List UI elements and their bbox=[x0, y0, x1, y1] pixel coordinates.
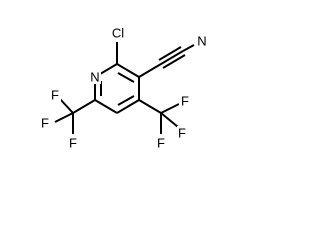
atom-bg-f1 bbox=[50, 88, 61, 102]
atom-f-left-bottom-label: F bbox=[69, 136, 77, 151]
atom-label-backgrounds bbox=[40, 25, 208, 150]
atom-bg-f3 bbox=[67, 136, 78, 150]
atom-bg-f4 bbox=[179, 94, 190, 108]
bond-nitrile-triple-c bbox=[162, 54, 186, 69]
atom-bg-f2 bbox=[40, 116, 51, 130]
atom-nitrile-n-label: N bbox=[197, 34, 206, 49]
bond-cf3-left-f-top bbox=[59, 98, 74, 114]
atom-bg-f5 bbox=[177, 126, 188, 140]
atom-cl-label: Cl bbox=[112, 26, 124, 41]
atom-bg-nitrile-n bbox=[196, 34, 208, 49]
bond-cf3-right-f-mid bbox=[160, 112, 179, 128]
atom-n-label: N bbox=[90, 70, 99, 85]
atom-f-right-top-label: F bbox=[181, 94, 189, 109]
bond-nitrile-stub bbox=[182, 44, 195, 52]
cf3-right bbox=[160, 103, 180, 134]
bond-c2-c3 bbox=[116, 63, 140, 78]
bond-cf3-right-f-top bbox=[160, 103, 180, 114]
atom-labels: N Cl N F F F F F F bbox=[41, 26, 207, 151]
bond-c4-c5 bbox=[116, 99, 140, 114]
atom-f-left-mid-label: F bbox=[41, 116, 49, 131]
bond-cf3-left-f-mid bbox=[54, 112, 74, 123]
atom-f-left-top-label: F bbox=[51, 88, 59, 103]
bond-c3-nitrile bbox=[138, 63, 162, 78]
atom-bg-cl bbox=[108, 25, 128, 41]
atom-f-right-mid-label: F bbox=[178, 126, 186, 141]
atom-f-right-bottom-label: F bbox=[157, 136, 165, 151]
atom-bg-f6 bbox=[156, 136, 167, 150]
bond-c6-cf3 bbox=[72, 99, 96, 114]
bond-nitrile-triple-a bbox=[160, 50, 184, 65]
cf3-left bbox=[54, 98, 74, 134]
atom-bg-n bbox=[89, 69, 101, 84]
bond-c2-c3-inner bbox=[117, 72, 135, 83]
substituent-bonds bbox=[72, 42, 195, 114]
bond-nitrile-triple-b bbox=[158, 46, 182, 61]
bond-c5-c6 bbox=[94, 99, 118, 114]
pyridine-ring bbox=[94, 63, 140, 114]
molecule-structure: N Cl N F F F F F F bbox=[40, 25, 208, 151]
bond-c4-c5-inner bbox=[117, 95, 135, 106]
bond-c4-cf3 bbox=[138, 99, 162, 114]
